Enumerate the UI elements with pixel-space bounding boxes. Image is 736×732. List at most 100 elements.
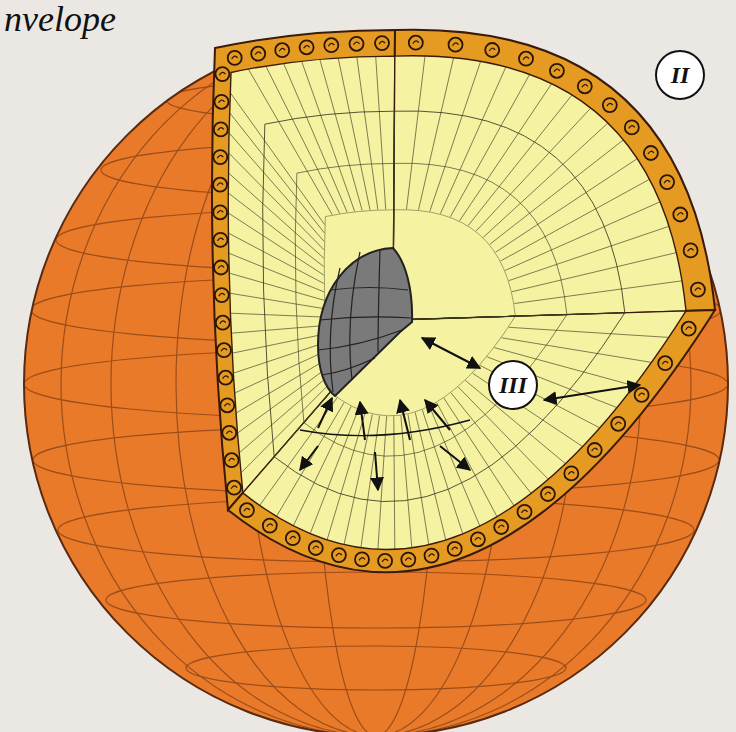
- swirl-mark: [354, 42, 360, 45]
- swirl-circle: [673, 208, 687, 222]
- swirl-mark: [677, 213, 683, 216]
- swirl-mark: [217, 211, 223, 214]
- swirl-circle: [251, 47, 265, 61]
- radial-line: [394, 416, 395, 549]
- core: [318, 248, 412, 396]
- swirl-mark: [221, 348, 227, 351]
- radial-line: [266, 66, 340, 213]
- swirl-mark: [662, 361, 668, 364]
- swirl-circle: [684, 243, 698, 257]
- swirl-mark: [413, 41, 419, 44]
- radial-line: [444, 398, 514, 506]
- swirl-circle: [300, 40, 314, 54]
- swirl-circle: [449, 38, 463, 52]
- swirl-mark: [582, 85, 588, 88]
- swirl-mark: [382, 559, 388, 562]
- swirl-circle: [550, 64, 564, 78]
- swirl-circle: [519, 52, 533, 66]
- radial-line: [241, 384, 329, 473]
- swirl-mark: [664, 180, 670, 183]
- radial-line: [440, 67, 506, 214]
- radial-line: [505, 202, 660, 271]
- swirl-mark: [545, 492, 551, 495]
- swirl-mark: [218, 266, 224, 269]
- swirl-mark: [255, 52, 261, 55]
- swirl-circle: [682, 322, 696, 336]
- swirl-circle: [625, 120, 639, 134]
- swirl-circle: [401, 553, 415, 567]
- radial-line: [338, 58, 370, 210]
- zone-number-circle: III: [488, 360, 538, 410]
- swirl-mark: [453, 43, 459, 46]
- radial-line: [483, 123, 608, 237]
- swirl-circle: [355, 552, 369, 566]
- radial-line: [238, 368, 328, 434]
- radial-line: [344, 414, 372, 544]
- swirl-mark: [267, 524, 273, 527]
- swirl-mark: [218, 128, 224, 131]
- swirl-mark: [452, 547, 458, 550]
- radial-line: [512, 253, 676, 292]
- swirl-circle: [215, 288, 229, 302]
- swirl-mark: [218, 238, 224, 241]
- swirl-mark: [304, 46, 310, 49]
- radial-line: [277, 403, 345, 517]
- radial-line: [230, 313, 324, 317]
- swirl-circle: [378, 554, 392, 568]
- radial-line: [229, 153, 324, 250]
- swirl-mark: [217, 183, 223, 186]
- swirl-mark: [607, 103, 613, 106]
- swirl-circle: [225, 453, 239, 467]
- swirl-mark: [359, 558, 365, 561]
- swirl-circle: [494, 520, 508, 534]
- swirl-circle: [518, 505, 532, 519]
- radial-line: [408, 414, 429, 544]
- radial-line: [230, 293, 325, 309]
- swirl-circle: [635, 388, 649, 402]
- radial-line: [229, 133, 324, 242]
- zone-number: II: [671, 63, 690, 87]
- swirl-circle: [214, 122, 228, 136]
- radial-line: [229, 273, 324, 300]
- radial-line: [260, 398, 337, 506]
- convection-swirls: [213, 36, 705, 568]
- swirl-circle: [227, 481, 241, 495]
- radial-line: [501, 179, 650, 261]
- swirl-mark: [313, 546, 319, 549]
- swirl-mark: [429, 554, 435, 557]
- swirl-circle: [691, 283, 705, 297]
- radial-line: [407, 56, 426, 209]
- radial-lines: [228, 56, 682, 549]
- swirl-circle: [219, 371, 233, 385]
- radial-line: [460, 84, 552, 221]
- swirl-circle: [611, 417, 625, 431]
- swirl-circle: [213, 178, 227, 192]
- swirl-mark: [639, 393, 645, 396]
- radial-line: [378, 416, 387, 549]
- radial-line: [302, 61, 355, 211]
- radial-line: [228, 193, 323, 267]
- swirl-circle: [448, 542, 462, 556]
- swirl-circle: [658, 356, 672, 370]
- swirl-mark: [379, 41, 385, 44]
- swirl-circle: [541, 487, 555, 501]
- swirl-mark: [615, 422, 621, 425]
- radial-line: [284, 63, 348, 212]
- swirl-circle: [228, 51, 242, 65]
- swirl-circle: [275, 43, 289, 57]
- radial-line: [514, 281, 682, 304]
- swirl-circle: [214, 261, 228, 275]
- swirl-circle: [213, 205, 227, 219]
- swirl-circle: [578, 79, 592, 93]
- swirl-mark: [336, 553, 342, 556]
- radial-line: [228, 173, 324, 258]
- radial-line: [509, 327, 669, 337]
- radial-line: [293, 406, 351, 525]
- radial-line: [401, 416, 412, 548]
- radial-line: [230, 93, 324, 225]
- swirl-circle: [660, 175, 674, 189]
- swirl-circle: [409, 36, 423, 50]
- swirl-mark: [290, 536, 296, 539]
- swirl-circle: [309, 541, 323, 555]
